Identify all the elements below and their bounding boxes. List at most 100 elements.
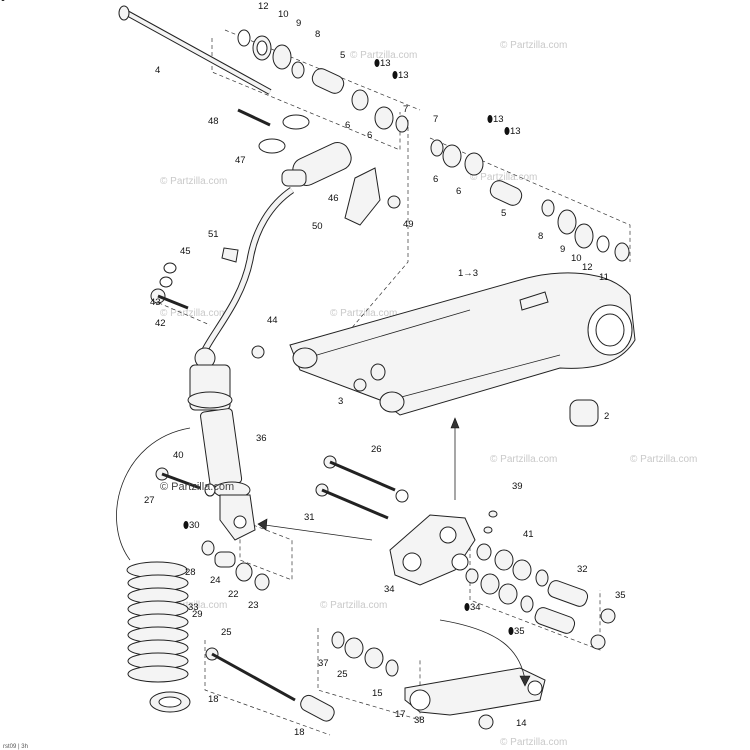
rocker-bushings <box>465 543 549 613</box>
upper-bushing-stack <box>237 29 409 133</box>
callout-label: 4 <box>155 65 160 76</box>
callout-label: 39 <box>512 481 523 492</box>
callout-label: 32 <box>577 564 588 575</box>
callout-label: 45 <box>180 246 191 257</box>
watermark: © Partzilla.com <box>160 308 227 319</box>
watermark: © Partzilla.com <box>160 600 227 611</box>
callout-label: 25 <box>337 669 348 680</box>
callout-label: 6 <box>345 120 350 131</box>
callout-label: 12 <box>258 1 269 12</box>
callout-label: ⬮13 <box>504 126 521 137</box>
callout-label: 49 <box>403 219 414 230</box>
watermark: © Partzilla.com <box>350 50 417 61</box>
callout-label: ⬮13 <box>487 114 504 125</box>
callout-label: 47 <box>235 155 246 166</box>
callout-label: ⬮35 <box>508 626 525 637</box>
callout-label: 15 <box>372 688 383 699</box>
callout-label: 9 <box>560 244 565 255</box>
callout-label: 24 <box>210 575 221 586</box>
assembly-arrows <box>116 417 531 687</box>
callout-label: ⬮20 <box>0 0 17 3</box>
callout-label: 40 <box>173 450 184 461</box>
callout-label: 44 <box>267 315 278 326</box>
watermark: © Partzilla.com <box>490 454 557 465</box>
shock-bolt <box>155 467 216 497</box>
callout-label: 25 <box>221 627 232 638</box>
callout-label: ⬮30 <box>183 520 200 531</box>
callout-label: 38 <box>414 715 425 726</box>
watermark: © Partzilla.com <box>500 40 567 51</box>
callout-label: 48 <box>208 116 219 127</box>
callout-label: 18 <box>208 694 219 705</box>
callout-label: 22 <box>228 589 239 600</box>
callout-label: 10 <box>278 9 289 20</box>
watermark: © Partzilla.com <box>160 176 227 187</box>
callout-label: 14 <box>516 718 527 729</box>
callout-label: 43 <box>150 297 161 308</box>
callout-label: 17 <box>395 709 406 720</box>
cap-2 <box>569 399 599 427</box>
callout-label: ⬮13 <box>392 70 409 81</box>
callout-label: 27 <box>144 495 155 506</box>
callout-label: 37 <box>318 658 329 669</box>
callout-label: 11 <box>599 272 609 283</box>
callout-label: 8 <box>538 231 543 242</box>
watermark: © Partzilla.com <box>630 454 697 465</box>
callout-label: 2 <box>604 411 609 422</box>
callout-label: 23 <box>248 600 259 611</box>
nuts-3 <box>353 363 386 392</box>
rocker-bolts <box>315 455 409 520</box>
right-bushing-stack <box>430 139 630 262</box>
callout-label: 8 <box>315 29 320 40</box>
callout-label: 21 <box>0 0 11 3</box>
callout-label: 36 <box>256 433 267 444</box>
spring-retainer-38 <box>149 691 191 713</box>
callout-label: 6 <box>456 186 461 197</box>
callout-label: 6 <box>433 174 438 185</box>
link-bushings <box>331 631 399 677</box>
callout-label: 7 <box>433 114 438 125</box>
callout-label: 5 <box>340 50 345 61</box>
watermark: © Partzilla.com <box>500 737 567 748</box>
shock-absorber <box>187 347 256 541</box>
lower-bolt <box>205 647 335 722</box>
callout-label: 18 <box>294 727 305 738</box>
callout-label: 19 <box>0 0 11 3</box>
callout-label: 3 <box>338 396 343 407</box>
clamp-bolts <box>150 262 265 359</box>
callout-label: 42 <box>155 318 166 329</box>
callout-label: 31 <box>304 512 315 523</box>
callout-label: 1→3 <box>458 268 478 279</box>
callout-label: 9 <box>296 18 301 29</box>
callout-label: ⬮13 <box>374 58 391 69</box>
swing-arm <box>289 272 636 416</box>
callout-label: 10 <box>571 253 582 264</box>
callout-label: ⬮34 <box>464 602 481 613</box>
callout-label: 28 <box>185 567 196 578</box>
watermark: © Partzilla.com <box>470 172 537 183</box>
callout-label: 29 <box>192 609 203 620</box>
sleeves-23 <box>534 580 616 650</box>
callout-label: 35 <box>615 590 626 601</box>
corner-code: rst09 | 3h <box>3 744 28 750</box>
callout-label: 50 <box>312 221 323 232</box>
watermark: © Partzilla.com <box>320 600 387 611</box>
callout-label: 34 <box>384 584 395 595</box>
callout-label: 5 <box>501 208 506 219</box>
link-arm-14 <box>404 667 546 730</box>
callout-label: 6 <box>367 130 372 141</box>
callout-label: 41 <box>523 529 534 540</box>
callout-label: 33 <box>188 602 199 613</box>
axle-bolt-4 <box>118 5 272 95</box>
callout-label: 16 <box>0 0 11 3</box>
watermark: © Partzilla.com <box>330 308 397 319</box>
partzilla-banner: © Partzilla.com <box>160 481 234 493</box>
shock-reservoir <box>201 108 401 352</box>
callout-label: 12 <box>582 262 593 273</box>
callout-label: 46 <box>328 193 339 204</box>
callout-label: 7 <box>403 104 408 115</box>
rocker-22 <box>389 510 498 586</box>
lower-shock-bushings <box>201 540 270 591</box>
